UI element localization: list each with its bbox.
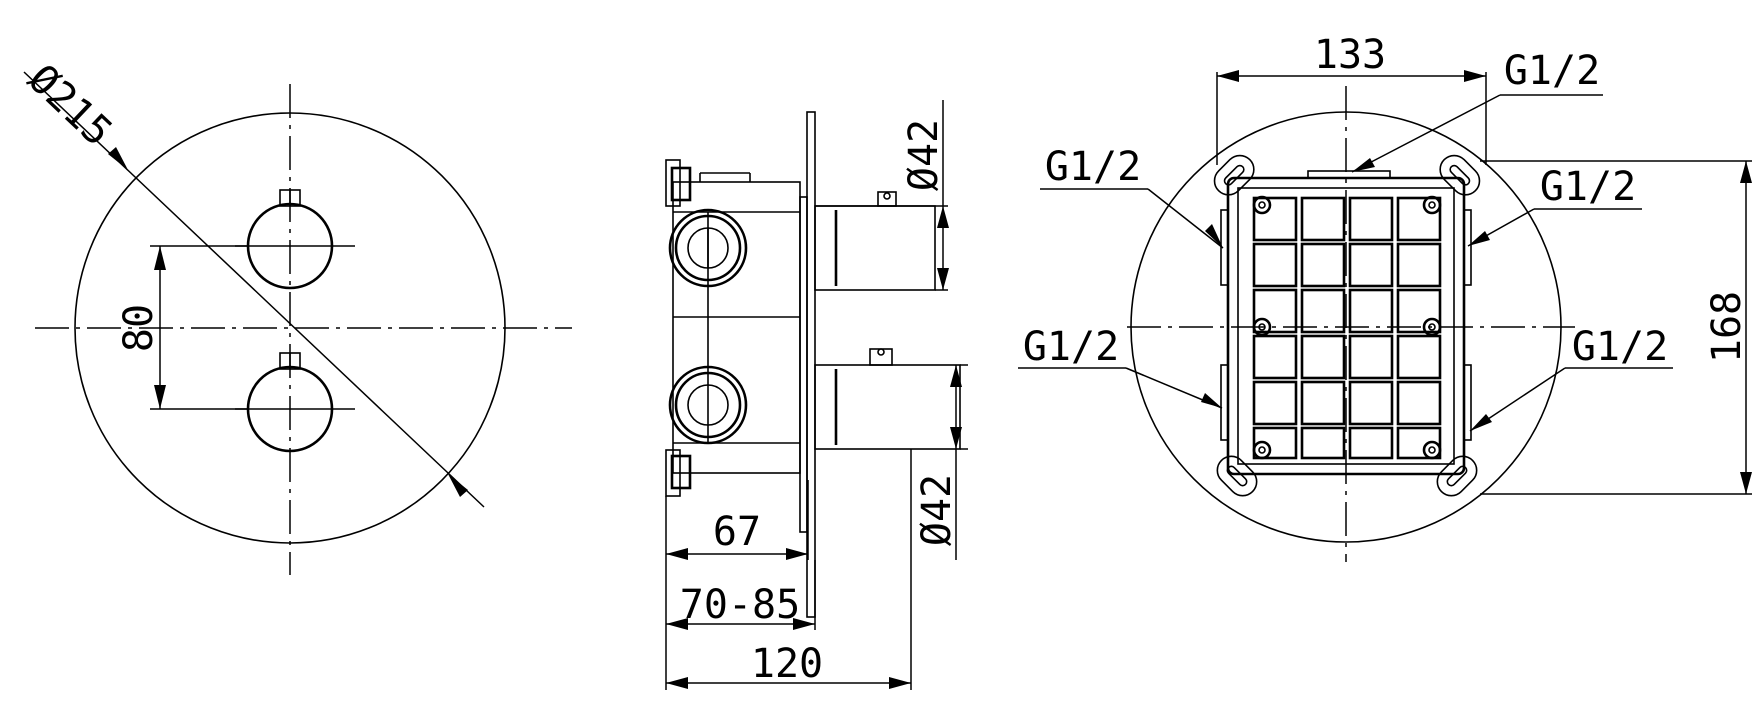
front-view: 80 Ø215	[19, 56, 572, 575]
side-view: Ø42 Ø42 67 70-85 120	[665, 100, 968, 690]
lower-spindle	[814, 348, 961, 450]
valve-body	[672, 172, 801, 474]
height-label: 168	[1704, 291, 1750, 363]
frame-grid	[1252, 196, 1442, 460]
port-label-top: G1/2	[1504, 48, 1600, 94]
depth-range-label: 70-85	[680, 582, 800, 628]
depth-body-label: 67	[713, 509, 761, 555]
port-label-lower-left: G1/2	[1023, 324, 1119, 370]
upper-handle-knob	[235, 189, 355, 290]
side-fitting-bottom	[665, 449, 692, 497]
bottom-outlet-label: Ø42	[914, 474, 960, 546]
depth-total-label: 120	[751, 641, 823, 687]
width-label: 133	[1314, 32, 1386, 78]
depth-dimensions	[665, 449, 912, 690]
port-label-lower-right: G1/2	[1572, 324, 1668, 370]
port-label-upper-right: G1/2	[1540, 164, 1636, 210]
spacing-dimension	[150, 245, 248, 410]
spacing-label: 80	[116, 304, 162, 352]
bottom-outlet-dimension	[950, 364, 968, 560]
side-fitting-top	[665, 159, 692, 207]
top-outlet-dimension	[935, 100, 949, 291]
inlet-port-upper	[668, 208, 748, 288]
diameter-dimension	[23, 71, 485, 508]
port-leaders	[1018, 94, 1673, 432]
back-view: 133 168 G1/2	[1018, 32, 1752, 562]
port-label-upper-left: G1/2	[1045, 144, 1141, 190]
width-dimension	[1216, 70, 1487, 165]
mounting-frame	[1213, 154, 1481, 497]
height-dimension	[1480, 160, 1752, 495]
inlet-port-lower	[668, 365, 748, 445]
side-plate-seal	[799, 196, 808, 533]
frame-screw-holes	[1252, 195, 1442, 460]
upper-spindle	[814, 191, 936, 291]
top-outlet-label: Ø42	[901, 119, 947, 191]
diameter-label: Ø215	[19, 56, 121, 156]
